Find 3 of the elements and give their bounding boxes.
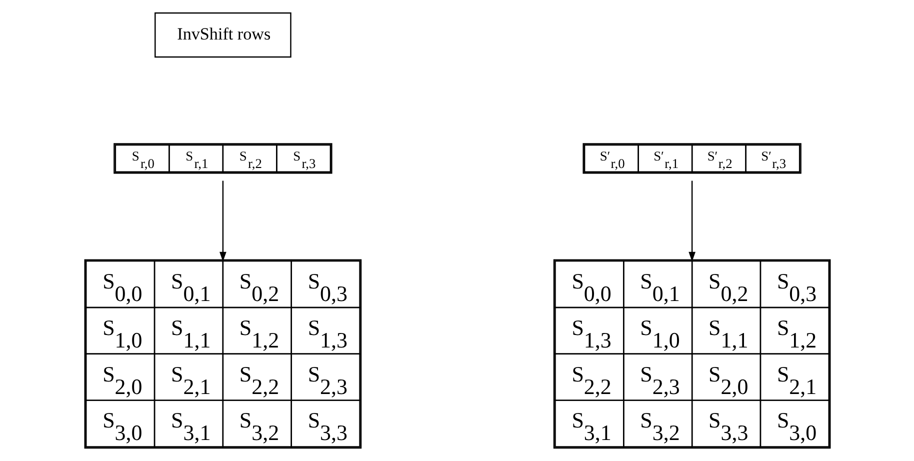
arrow bbox=[219, 180, 226, 262]
node-box: InvShift rows bbox=[154, 12, 291, 58]
arrow bbox=[688, 180, 695, 262]
